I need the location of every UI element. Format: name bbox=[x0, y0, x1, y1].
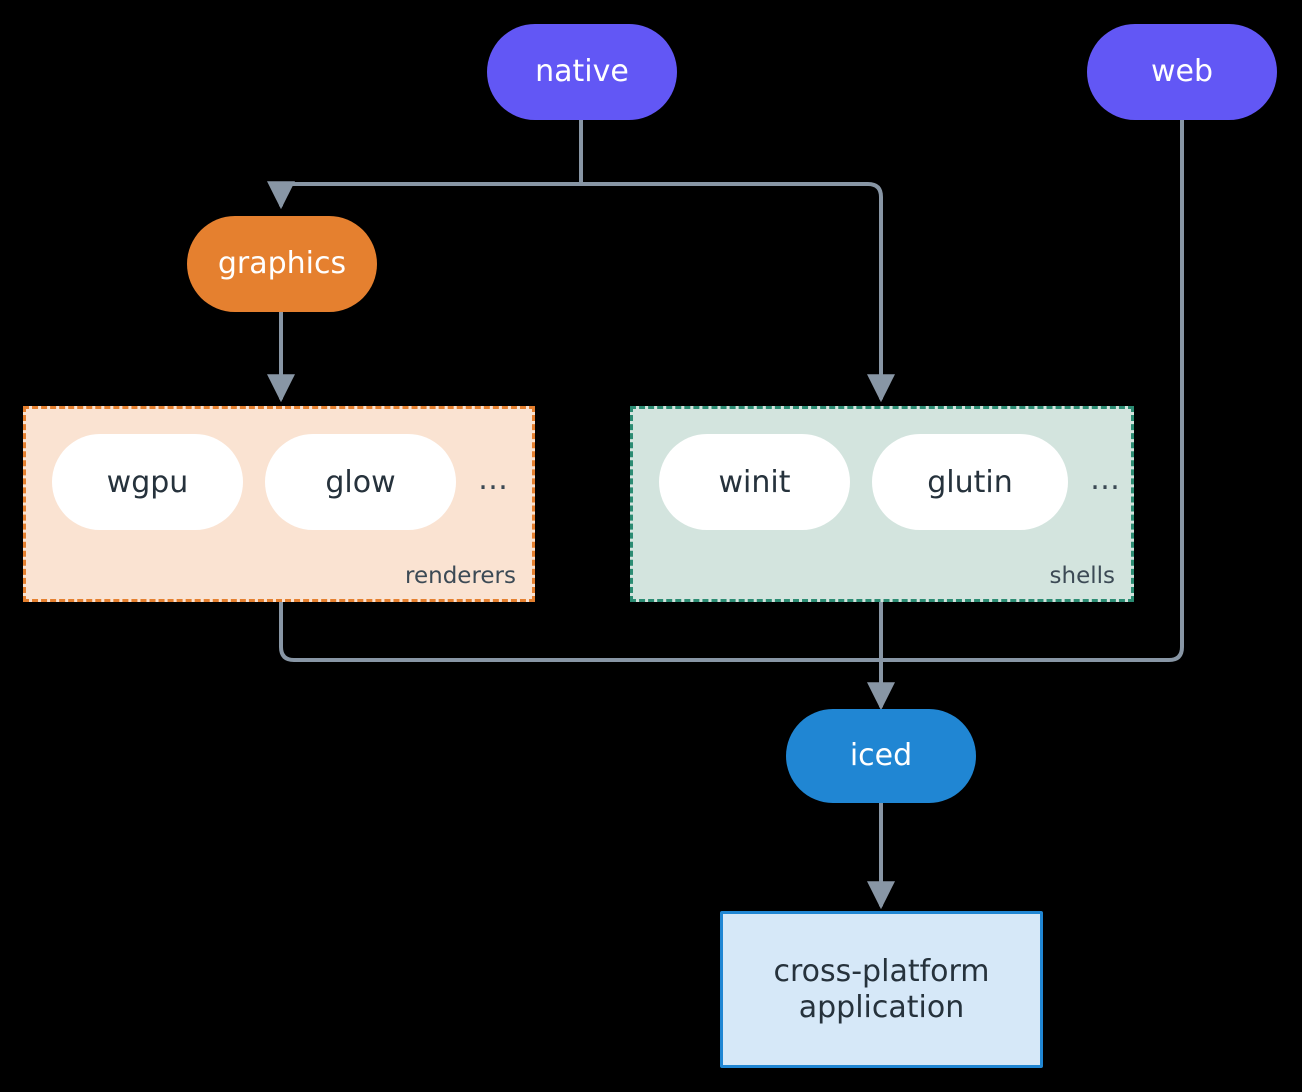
node-native-label: native bbox=[535, 54, 629, 90]
node-web[interactable]: web bbox=[1087, 24, 1277, 120]
edge-web-iced bbox=[879, 118, 1184, 662]
group-renderers-items: wgpu glow … bbox=[52, 434, 509, 530]
node-iced[interactable]: iced bbox=[786, 709, 976, 803]
group-shells-label: shells bbox=[1049, 563, 1115, 589]
node-application-line1: cross-platform bbox=[773, 954, 990, 990]
node-glow[interactable]: glow bbox=[265, 434, 456, 530]
node-iced-label: iced bbox=[849, 738, 913, 774]
node-web-label: web bbox=[1150, 54, 1214, 90]
edge-renderers-iced bbox=[279, 600, 883, 662]
node-glutin[interactable]: glutin bbox=[872, 434, 1068, 530]
node-glow-label: glow bbox=[325, 464, 396, 500]
node-graphics-label: graphics bbox=[217, 246, 347, 282]
edge-native-shells bbox=[579, 182, 895, 403]
node-glutin-label: glutin bbox=[927, 464, 1013, 500]
node-winit-label: winit bbox=[718, 464, 791, 500]
node-wgpu[interactable]: wgpu bbox=[52, 434, 243, 530]
node-winit[interactable]: winit bbox=[659, 434, 850, 530]
group-shells: winit glutin … shells bbox=[630, 406, 1134, 602]
node-graphics[interactable]: graphics bbox=[187, 216, 377, 312]
renderers-overflow-ellipsis: … bbox=[478, 461, 509, 497]
shells-overflow-ellipsis: … bbox=[1090, 461, 1121, 497]
node-wgpu-label: wgpu bbox=[106, 464, 189, 500]
group-shells-items: winit glutin … bbox=[659, 434, 1121, 530]
group-renderers: wgpu glow … renderers bbox=[23, 406, 535, 602]
node-application-line2: application bbox=[798, 989, 965, 1025]
edge-native-graphics bbox=[267, 181, 583, 210]
group-renderers-label: renderers bbox=[405, 563, 516, 589]
node-native[interactable]: native bbox=[487, 24, 677, 120]
node-application[interactable]: cross-platform application bbox=[720, 911, 1043, 1068]
